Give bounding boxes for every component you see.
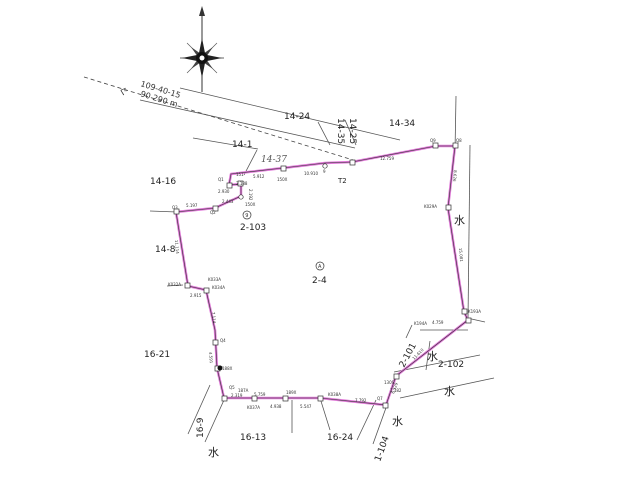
distances-d14: 5.759 xyxy=(254,392,266,397)
points-k194a: K194A xyxy=(414,321,427,326)
distances-d3: 5.912 xyxy=(253,174,265,179)
distances-d13: 2.319 xyxy=(231,393,243,398)
points-k034a: K034A xyxy=(212,285,225,290)
compass-rose-icon xyxy=(180,6,224,92)
points-p150b: 150X xyxy=(245,202,256,207)
water-symbol-1: 水 xyxy=(454,214,465,227)
distances-d22: 8.626 xyxy=(452,170,458,182)
parcel-16-13: 16-13 xyxy=(240,433,266,443)
points-k029a: K029A xyxy=(424,204,437,209)
distances-d18: 6.529 xyxy=(390,381,399,394)
points-q3: Q3 xyxy=(172,205,178,210)
water-symbol-2: 水 xyxy=(427,350,438,363)
water-symbol-3: 水 xyxy=(444,385,455,398)
parcel-2-4: 2-4 xyxy=(312,276,327,286)
points-k193a: K193A xyxy=(468,309,481,314)
points-q1: Q1 xyxy=(218,177,224,182)
reference-line: 109-40-15 90 290 m ぐ xyxy=(83,76,354,161)
points-q5: Q5 xyxy=(229,385,235,390)
distances-d8: 2.192 xyxy=(248,189,253,201)
points-q4: Q4 xyxy=(220,338,226,343)
handwritten-note: 14-37 xyxy=(261,155,287,165)
points-q8: Q8 xyxy=(456,138,462,143)
distances-d11: 7.114 xyxy=(211,312,217,324)
road-lines xyxy=(139,87,495,445)
distances-d12: 4.591 xyxy=(208,352,214,364)
distances-d10: 2.915 xyxy=(190,293,202,298)
distances-d23: 1.182 xyxy=(390,388,402,393)
circled-marker-a: A xyxy=(315,261,325,271)
parcel-2-102: 2-102 xyxy=(438,360,464,370)
distances-d2: 10.910 xyxy=(304,171,318,176)
water-symbol-5: 水 xyxy=(392,415,403,428)
points-t2: T2 xyxy=(337,177,347,185)
points-k037a: K037A xyxy=(247,405,260,410)
points-p130: 130S xyxy=(384,380,395,385)
points-p151: 151 xyxy=(236,172,244,177)
parcels-circle-9: 9 xyxy=(245,213,248,219)
point-labels: Q9 Q8 K029A K193A K194A T2 9 Q1 Q2 Q3 15… xyxy=(168,138,481,410)
parcel-14-35: 14-35 xyxy=(335,118,345,144)
parcel-14-1: 14-1 xyxy=(232,140,252,150)
parcel-14-34: 14-34 xyxy=(389,119,415,129)
points-q7: Q7 xyxy=(377,396,383,401)
parcel-14-8: 14-8 xyxy=(155,245,176,255)
distances-d20: 4.759 xyxy=(432,320,444,325)
distances-d6: 2.443 xyxy=(222,199,234,204)
points-p150: 150X xyxy=(277,177,288,182)
parcel-14-16: 14-16 xyxy=(150,177,176,187)
points-p189: 189X xyxy=(286,390,297,395)
parcel-1-104: 1-104 xyxy=(373,435,391,463)
points-q2: Q2 xyxy=(210,210,216,215)
points-k038a: K038A xyxy=(328,392,341,397)
distances-d17: 7.792 xyxy=(355,398,367,403)
distance-labels: 12.759 10.910 5.912 2.188 2.930 2.443 5.… xyxy=(174,156,464,409)
corner-markers xyxy=(173,142,472,409)
distances-d21: 15.081 xyxy=(458,248,464,263)
distances-d1: 12.759 xyxy=(380,156,394,161)
distances-d4: 2.188 xyxy=(236,181,248,186)
distances-d5: 2.930 xyxy=(218,189,230,194)
parcel-16-9: 16-9 xyxy=(196,417,206,438)
parcel-16-21: 16-21 xyxy=(144,350,170,360)
parcel-2-103: 2-103 xyxy=(240,223,266,233)
points-k032a: K032A xyxy=(168,282,181,287)
points-p188: 188X xyxy=(222,366,233,371)
points-p187: 187A xyxy=(238,388,249,393)
points-k033a: K033A xyxy=(208,277,221,282)
distances-d16: 5.547 xyxy=(300,404,312,409)
distances-d9: 11.114 xyxy=(174,240,180,255)
distances-d15: 4.938 xyxy=(270,404,282,409)
points-q9: Q9 xyxy=(430,138,436,143)
circled-marker-9: 9 xyxy=(242,210,252,220)
parcel-14-25: 14-25 xyxy=(347,118,357,144)
label: ぐ xyxy=(117,86,129,98)
parcel-14-24: 14-24 xyxy=(284,112,310,122)
parcel-16-24: 16-24 xyxy=(327,433,353,443)
distances-d7: 5.197 xyxy=(186,203,198,208)
points-t9: 9 xyxy=(323,169,326,174)
water-symbol-4: 水 xyxy=(208,446,219,459)
parcels-circle-a: A xyxy=(318,264,322,270)
